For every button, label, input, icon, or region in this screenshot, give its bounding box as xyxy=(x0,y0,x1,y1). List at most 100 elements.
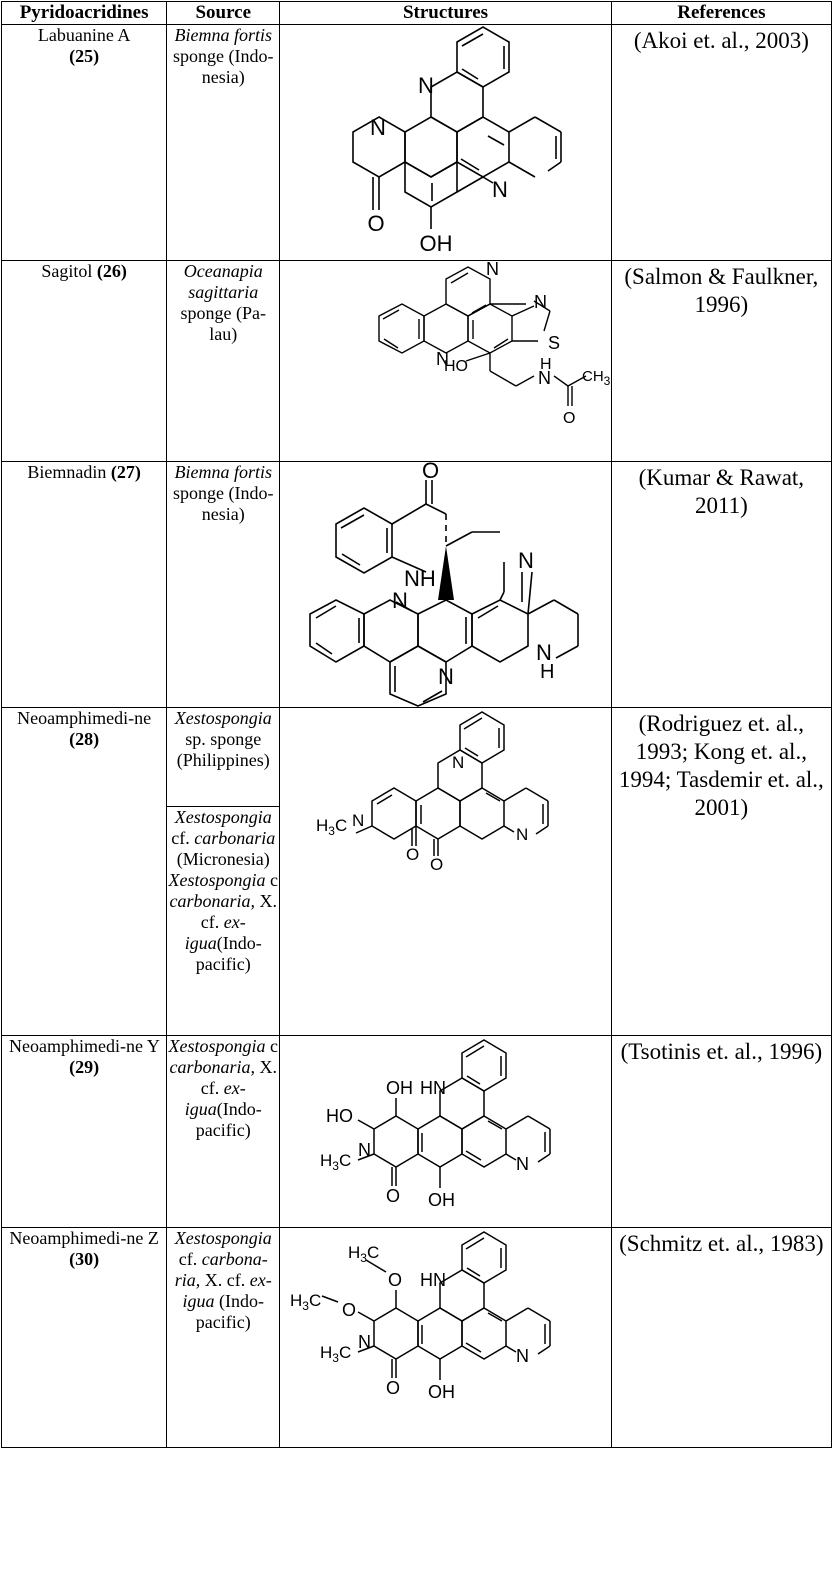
source-text: Biemna fortis sponge (Indo-nesia) xyxy=(173,25,274,87)
atom-label: N xyxy=(486,259,499,279)
atom-label: N xyxy=(492,177,508,202)
atom-label: O xyxy=(406,845,419,864)
italic-text: Xestospongia xyxy=(174,807,272,827)
reference-cell: (Schmitz et. al., 1983) xyxy=(610,1227,833,1448)
atom-label: H3C xyxy=(290,1291,321,1313)
atom-label: H3C xyxy=(348,1243,379,1265)
structure-cell: O NH N N N H N xyxy=(279,458,612,708)
source-cell: Xestospongia cf. carbona-ria, X. cf. ex-… xyxy=(166,1227,281,1448)
atom-label: N xyxy=(516,1154,529,1174)
source-text: Xestospongia cf. carbona-ria, X. cf. ex-… xyxy=(174,1228,272,1332)
italic-text: Xestospongia xyxy=(168,1036,266,1056)
compound-table: Pyridoacridines Source Structures Refere… xyxy=(0,1,833,1448)
italic-text: Xestospongia xyxy=(174,1228,272,1248)
reference-cell: (Rodriguez et. al., 1993; Kong et. al., … xyxy=(610,707,833,1036)
atom-label: HN xyxy=(420,1270,446,1290)
structure-cell: N H3C N N O O xyxy=(279,707,612,1036)
atom-label: N xyxy=(358,1332,371,1352)
source-cell: Xestospongia c carbonaria, X. cf. ex-igu… xyxy=(166,1035,281,1228)
atom-label: N xyxy=(534,292,547,312)
table-row: Labuanine A(25) Biemna fortis sponge (In… xyxy=(0,24,833,261)
structure-cell: N N N O OH xyxy=(279,24,612,261)
italic-text: carbonaria, xyxy=(169,1057,256,1077)
atom-label: N xyxy=(516,1346,529,1366)
atom-label: O xyxy=(342,1300,356,1320)
atom-label: N xyxy=(536,640,552,665)
compound-name: Neoamphimedi-ne xyxy=(17,708,152,728)
header-cell: References xyxy=(610,1,833,25)
atom-label: HO xyxy=(326,1106,353,1126)
compound-number: (26) xyxy=(96,261,127,281)
source-cell: Oceanapia sagittaria sponge (Pa-lau) xyxy=(166,260,281,462)
reference-cell: (Salmon & Faulkner, 1996) xyxy=(610,260,833,462)
atom-label: O xyxy=(563,410,575,427)
atom-label: NH xyxy=(404,566,436,591)
compound-number: (29) xyxy=(69,1057,100,1077)
compound-number: (30) xyxy=(69,1249,100,1269)
atom-label: H3C xyxy=(316,816,347,838)
reference-cell: (Akoi et. al., 2003) xyxy=(610,24,833,261)
structure-cell: N N S N HO H N CH3 O xyxy=(279,259,612,462)
atom-label: H xyxy=(540,661,554,683)
atom-label: HN xyxy=(420,1078,446,1098)
atom-label: O xyxy=(367,211,384,236)
structure-cell: OH HN HO H3C N N O OH xyxy=(279,1035,612,1228)
source-text: Oceanapia sagittaria sponge (Pa-lau) xyxy=(180,261,266,344)
atom-label: OH xyxy=(386,1078,413,1098)
atom-label: O xyxy=(422,458,439,483)
header-cell: Pyridoacridines xyxy=(0,1,168,25)
source-text: Biemna fortis sponge (Indo-nesia) xyxy=(173,462,274,524)
italic-text: Xestospongia xyxy=(174,708,272,728)
italic-text: carbonaria xyxy=(194,828,276,848)
atom-label: OH xyxy=(419,231,452,256)
structure-cell: H3C O HN H3C O H3C N N O OH xyxy=(279,1227,612,1448)
italic-text: ex-igua xyxy=(184,1078,246,1119)
structure-29: OH HN HO H3C N N O OH xyxy=(320,1039,551,1210)
structure-26: N N S N HO H N CH3 O xyxy=(377,259,610,427)
italic-text: carbonaria, xyxy=(169,891,256,911)
reference-cell: (Kumar & Rawat, 2011) xyxy=(610,461,833,708)
atom-label: N xyxy=(438,664,454,689)
italic-text: Oceanapia sagittaria xyxy=(183,261,263,302)
atom-label: N xyxy=(436,349,449,369)
atom-label: H xyxy=(540,356,552,373)
structure-30: H3C O HN H3C O H3C N N O OH xyxy=(290,1231,551,1402)
source-cell: Biemna fortis sponge (Indo-nesia) xyxy=(166,461,281,708)
compound-name-cell: Neoamphimedi-ne (28) xyxy=(0,707,168,1036)
compound-name-cell: Neoamphimedi-ne Z (30) xyxy=(0,1227,168,1448)
table-row: Neoamphimedi-ne Z (30) Xestospongia cf. … xyxy=(0,1227,833,1448)
italic-text: Biemna fortis xyxy=(174,462,273,482)
italic-text: ex-igua xyxy=(184,912,246,953)
italic-text: ex-igua xyxy=(182,1270,272,1311)
atom-label: N xyxy=(352,811,364,830)
italic-text: Xestospongia xyxy=(168,870,266,890)
atom-label: H3C xyxy=(320,1343,351,1365)
source-text: Xestospongia c carbonaria, X. cf. ex-igu… xyxy=(168,1036,279,1140)
compound-number: (28) xyxy=(69,729,100,749)
compound-name-cell: Neoamphimedi-ne Y (29) xyxy=(0,1035,168,1228)
compound-number: (25) xyxy=(69,46,100,66)
atom-label: N xyxy=(358,1140,371,1160)
reference-cell: (Tsotinis et. al., 1996) xyxy=(610,1035,833,1228)
atom-label: N xyxy=(538,368,551,388)
compound-name-cell: Biemnadin (27) xyxy=(0,461,168,708)
compound-name: Neoamphimedi-ne Z xyxy=(9,1228,159,1248)
source-text: Xestospongia sp. sponge (Philippines) xyxy=(174,708,272,770)
compound-name: Neoamphimedi-ne Y xyxy=(9,1036,160,1056)
atom-label: N xyxy=(452,753,464,772)
source-cell: Biemna fortis sponge (Indo-nesia) xyxy=(166,24,281,261)
header-row: Pyridoacridines Source Structures Refere… xyxy=(0,1,833,25)
atom-label: HO xyxy=(444,358,468,375)
compound-name: Labuanine A xyxy=(37,25,131,45)
italic-text: carbona-ria, xyxy=(174,1249,268,1290)
atom-label: O xyxy=(386,1186,400,1206)
structure-28: N H3C N N O O xyxy=(316,711,549,874)
atom-label: N xyxy=(370,115,386,140)
atom-label: N xyxy=(392,588,408,613)
atom-label: N xyxy=(518,548,534,573)
atom-label: O xyxy=(430,855,443,874)
source-text: Xestospongia cf. carbonaria (Micronesia)… xyxy=(167,806,280,974)
compound-name: Biemnadin xyxy=(27,462,107,482)
table-row: Neoamphimedi-ne (28) Xestospongia sp. sp… xyxy=(0,707,833,1036)
compound-number: (27) xyxy=(110,462,141,482)
